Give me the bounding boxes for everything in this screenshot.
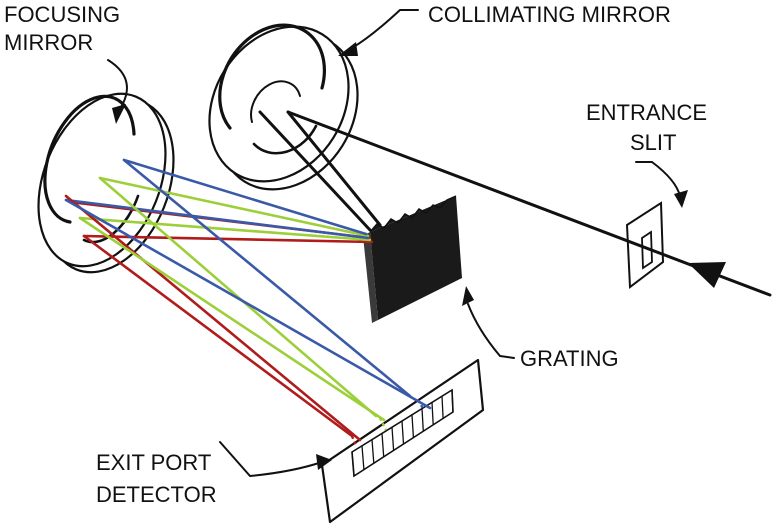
- detector-cell: [431, 402, 434, 425]
- exit-port-detector-label-line2: DETECTOR: [96, 482, 217, 507]
- exit-port-detector: [320, 358, 485, 524]
- blue-ray: [122, 158, 412, 398]
- entrance-slit-label-line2: SLIT: [630, 130, 676, 155]
- blue-ray: [64, 198, 432, 410]
- dispersed-rays: [64, 158, 432, 447]
- detector-cell: [421, 408, 424, 432]
- red-ray-detector-hit: [350, 435, 358, 447]
- detector-cell: [441, 396, 444, 419]
- entrance-slit-label-line1: ENTRANCE: [586, 100, 707, 125]
- arrowhead-icon: [688, 262, 726, 288]
- focusing-mirror-label-line2: MIRROR: [4, 30, 93, 55]
- detector-cell: [391, 427, 395, 451]
- detector-cell: [411, 414, 415, 438]
- callout-lines: [107, 9, 688, 477]
- red-ray: [82, 234, 354, 438]
- blue-ray-detector-hit: [416, 399, 426, 411]
- labels: FOCUSING MIRROR COLLIMATING MIRROR ENTRA…: [4, 2, 707, 507]
- collimating-mirror: [208, 23, 359, 191]
- grating-label: GRATING: [520, 346, 619, 371]
- blue-ray: [122, 158, 368, 236]
- green-ray-detector-hit: [378, 417, 388, 431]
- exit-port-detector-label-line1: EXIT PORT: [96, 450, 211, 475]
- detector-cell: [371, 439, 375, 464]
- detector-cell: [361, 445, 365, 470]
- collimating-mirror-label: COLLIMATING MIRROR: [428, 2, 671, 27]
- detector-array: [351, 388, 454, 478]
- red-ray: [64, 194, 362, 442]
- detector-cell: [451, 389, 454, 413]
- detector-cell: [401, 420, 405, 445]
- focusing-mirror-label-line1: FOCUSING: [4, 2, 120, 27]
- grating: [363, 195, 462, 323]
- green-ray: [78, 216, 386, 422]
- blue-ray: [64, 198, 370, 240]
- incident-beam: [258, 110, 772, 297]
- green-ray: [78, 216, 372, 242]
- green-ray: [98, 176, 370, 238]
- detector-cell: [381, 433, 385, 457]
- entrance-slit: [625, 201, 665, 289]
- detector-cell: [351, 451, 355, 477]
